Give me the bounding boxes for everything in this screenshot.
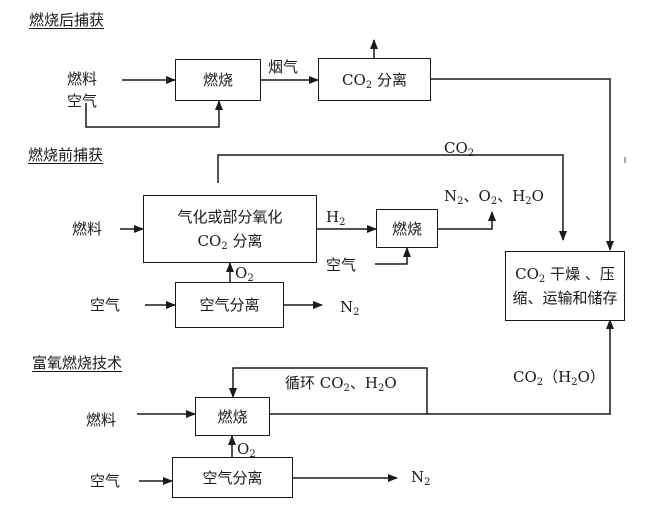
heading-oxy-fuel: 富氧燃烧技术 bbox=[32, 354, 123, 372]
label-air-oxy: 空气 bbox=[90, 472, 121, 490]
label-co2-bypass: CO2 bbox=[444, 139, 475, 159]
label-air-combustion: 空气 bbox=[326, 256, 357, 274]
gasification-label: 气化或部分氧化 bbox=[177, 208, 283, 226]
storage-label-line2: 缩、运输和储存 bbox=[512, 289, 618, 307]
combustion-box-pre-label: 燃烧 bbox=[391, 219, 422, 238]
label-exhaust: N2、O2、H2O bbox=[444, 187, 544, 207]
arrow-oxy-to-storage bbox=[270, 319, 614, 415]
co2-storage-box: CO2 干燥 、压 缩、运输和储存 bbox=[505, 251, 625, 321]
combustion-box-label: 燃烧 bbox=[202, 71, 233, 89]
air-separation-label-pre: 空气分离 bbox=[199, 296, 260, 314]
arrow-air-to-combustion bbox=[85, 100, 223, 128]
air-separation-box-pre: 空气分离 bbox=[175, 282, 284, 328]
arrow-recycle bbox=[229, 367, 428, 414]
label-recycle: 循环 CO2、H2O bbox=[285, 374, 397, 394]
label-n2-pre: N2 bbox=[340, 298, 360, 318]
arrow-exhaust bbox=[438, 211, 496, 230]
label-air-pre: 空气 bbox=[90, 296, 121, 314]
combustion-box-oxy: 燃烧 bbox=[195, 397, 270, 436]
heading-post-combustion: 燃烧后捕获 bbox=[29, 11, 105, 29]
combustion-box: 燃烧 bbox=[175, 59, 261, 101]
label-h2: H2 bbox=[326, 208, 346, 228]
combustion-box-pre: 燃烧 bbox=[376, 209, 438, 248]
label-co2-h2o-output: CO2（H2O） bbox=[513, 368, 605, 388]
air-separation-box-oxy: 空气分离 bbox=[172, 457, 293, 498]
co2-separation-box: CO2 分离 bbox=[318, 58, 431, 101]
co2-separation-label: CO2 分离 bbox=[342, 70, 407, 91]
label-o2-pre: O2 bbox=[235, 264, 254, 284]
heading-pre-combustion: 燃烧前捕获 bbox=[28, 146, 104, 164]
label-fuel-pre: 燃料 bbox=[72, 220, 103, 238]
label-fuel-oxy: 燃料 bbox=[86, 411, 117, 429]
gasification-co2-label: CO2 分离 bbox=[197, 232, 263, 252]
combustion-box-oxy-label: 燃烧 bbox=[217, 407, 248, 426]
label-o2-oxy: O2 bbox=[237, 440, 256, 460]
arrow-co2-bypass bbox=[217, 154, 567, 241]
label-n2-oxy: N2 bbox=[411, 468, 431, 488]
air-separation-label-oxy: 空气分离 bbox=[202, 468, 263, 487]
label-flue-gas: 烟气 bbox=[268, 58, 299, 76]
arrow-co2-to-storage bbox=[430, 78, 614, 251]
label-fuel: 燃料 bbox=[67, 70, 98, 88]
storage-label-line1: CO2 干燥 、压 bbox=[515, 265, 615, 285]
arrow-air-to-combustion2 bbox=[375, 247, 411, 265]
label-air: 空气 bbox=[67, 92, 98, 110]
gasification-box: 气化或部分氧化 CO2 分离 bbox=[143, 195, 317, 263]
